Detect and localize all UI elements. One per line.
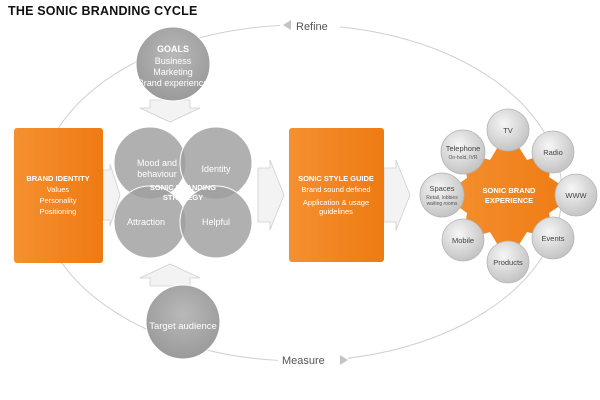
goals-heading: GOALS (157, 44, 189, 54)
refine-label-bg (280, 16, 340, 34)
identity-to-strategy-arrow-icon (102, 163, 121, 227)
experience-node-www: WWW (554, 173, 598, 217)
venn-label-mood: Mood and (137, 158, 177, 168)
node-sublabel: On-hold, IVR (449, 155, 478, 161)
brand-experience-label: EXPERIENCE (485, 196, 533, 205)
target-audience-circle: Target audience (145, 284, 221, 360)
brand-identity-box: BRAND IDENTITY Values Personality Positi… (14, 128, 103, 263)
venn-label-attraction: Attraction (127, 217, 165, 227)
measure-label: Measure (282, 355, 325, 367)
measure-arrow-icon (340, 355, 348, 365)
measure-label-bg (278, 352, 348, 370)
guide-to-experience-arrow-icon (383, 159, 411, 231)
node-label: WWW (565, 191, 587, 200)
strategy-center-label: SONIC BRANDING (150, 183, 216, 192)
experience-node-tv: TV (486, 108, 530, 152)
venn-label-mood: behaviour (137, 169, 177, 179)
venn-label-identity: Identity (201, 164, 231, 174)
strategy-to-guide-arrow-icon (257, 159, 285, 231)
node-label: TV (503, 126, 513, 135)
target-audience-label: Target audience (149, 321, 217, 332)
brand-identity-item: Positioning (40, 207, 77, 216)
strategy-center-label: STRATEGY (163, 193, 203, 202)
experience-node-mobile: Mobile (441, 218, 485, 262)
node-label: Radio (543, 148, 563, 157)
target-up-arrow-icon (139, 263, 201, 287)
experience-node-products: Products (486, 240, 530, 284)
experience-node-radio: Radio (531, 130, 575, 174)
experience-node-events: Events (531, 216, 575, 260)
node-label: Events (542, 234, 565, 243)
page-title: THE SONIC BRANDING CYCLE (8, 4, 198, 18)
venn-label-helpful: Helpful (202, 217, 230, 227)
goals-item: Business (155, 56, 192, 66)
style-guide-heading: SONIC STYLE GUIDE (298, 174, 374, 183)
style-guide-item: Brand sound defined (301, 185, 370, 194)
node-sublabel: waiting rooms (427, 201, 458, 207)
node-sublabel: Retail, lobbies (426, 195, 458, 201)
brand-identity-item: Personality (39, 196, 76, 205)
goals-item: Marketing (153, 67, 193, 77)
goals-down-arrow-icon (139, 99, 201, 123)
style-guide-item: Application & usage (303, 198, 369, 207)
style-guide-box: SONIC STYLE GUIDE Brand sound defined Ap… (289, 128, 384, 262)
brand-identity-item: Values (47, 185, 70, 194)
strategy-venn: Mood and behaviour Identity Attraction H… (113, 126, 253, 259)
goals-circle: GOALS Business Marketing Brand experienc… (135, 26, 211, 102)
node-label: Mobile (452, 236, 474, 245)
experience-node-spaces: Spaces Retail, lobbies waiting rooms (419, 172, 465, 218)
refine-label: Refine (296, 21, 328, 33)
node-label: Products (493, 258, 523, 267)
goals-item: Brand experience (138, 78, 209, 88)
node-label: Spaces (429, 184, 454, 193)
refine-arrow-icon (283, 20, 291, 30)
node-label: Telephone (446, 144, 481, 153)
venn-circle-helpful (179, 185, 253, 259)
experience-node-telephone: Telephone On-hold, IVR (440, 129, 486, 175)
style-guide-item: guidelines (319, 207, 353, 216)
brand-identity-heading: BRAND IDENTITY (26, 174, 89, 183)
brand-experience-label: SONIC BRAND (483, 186, 537, 195)
